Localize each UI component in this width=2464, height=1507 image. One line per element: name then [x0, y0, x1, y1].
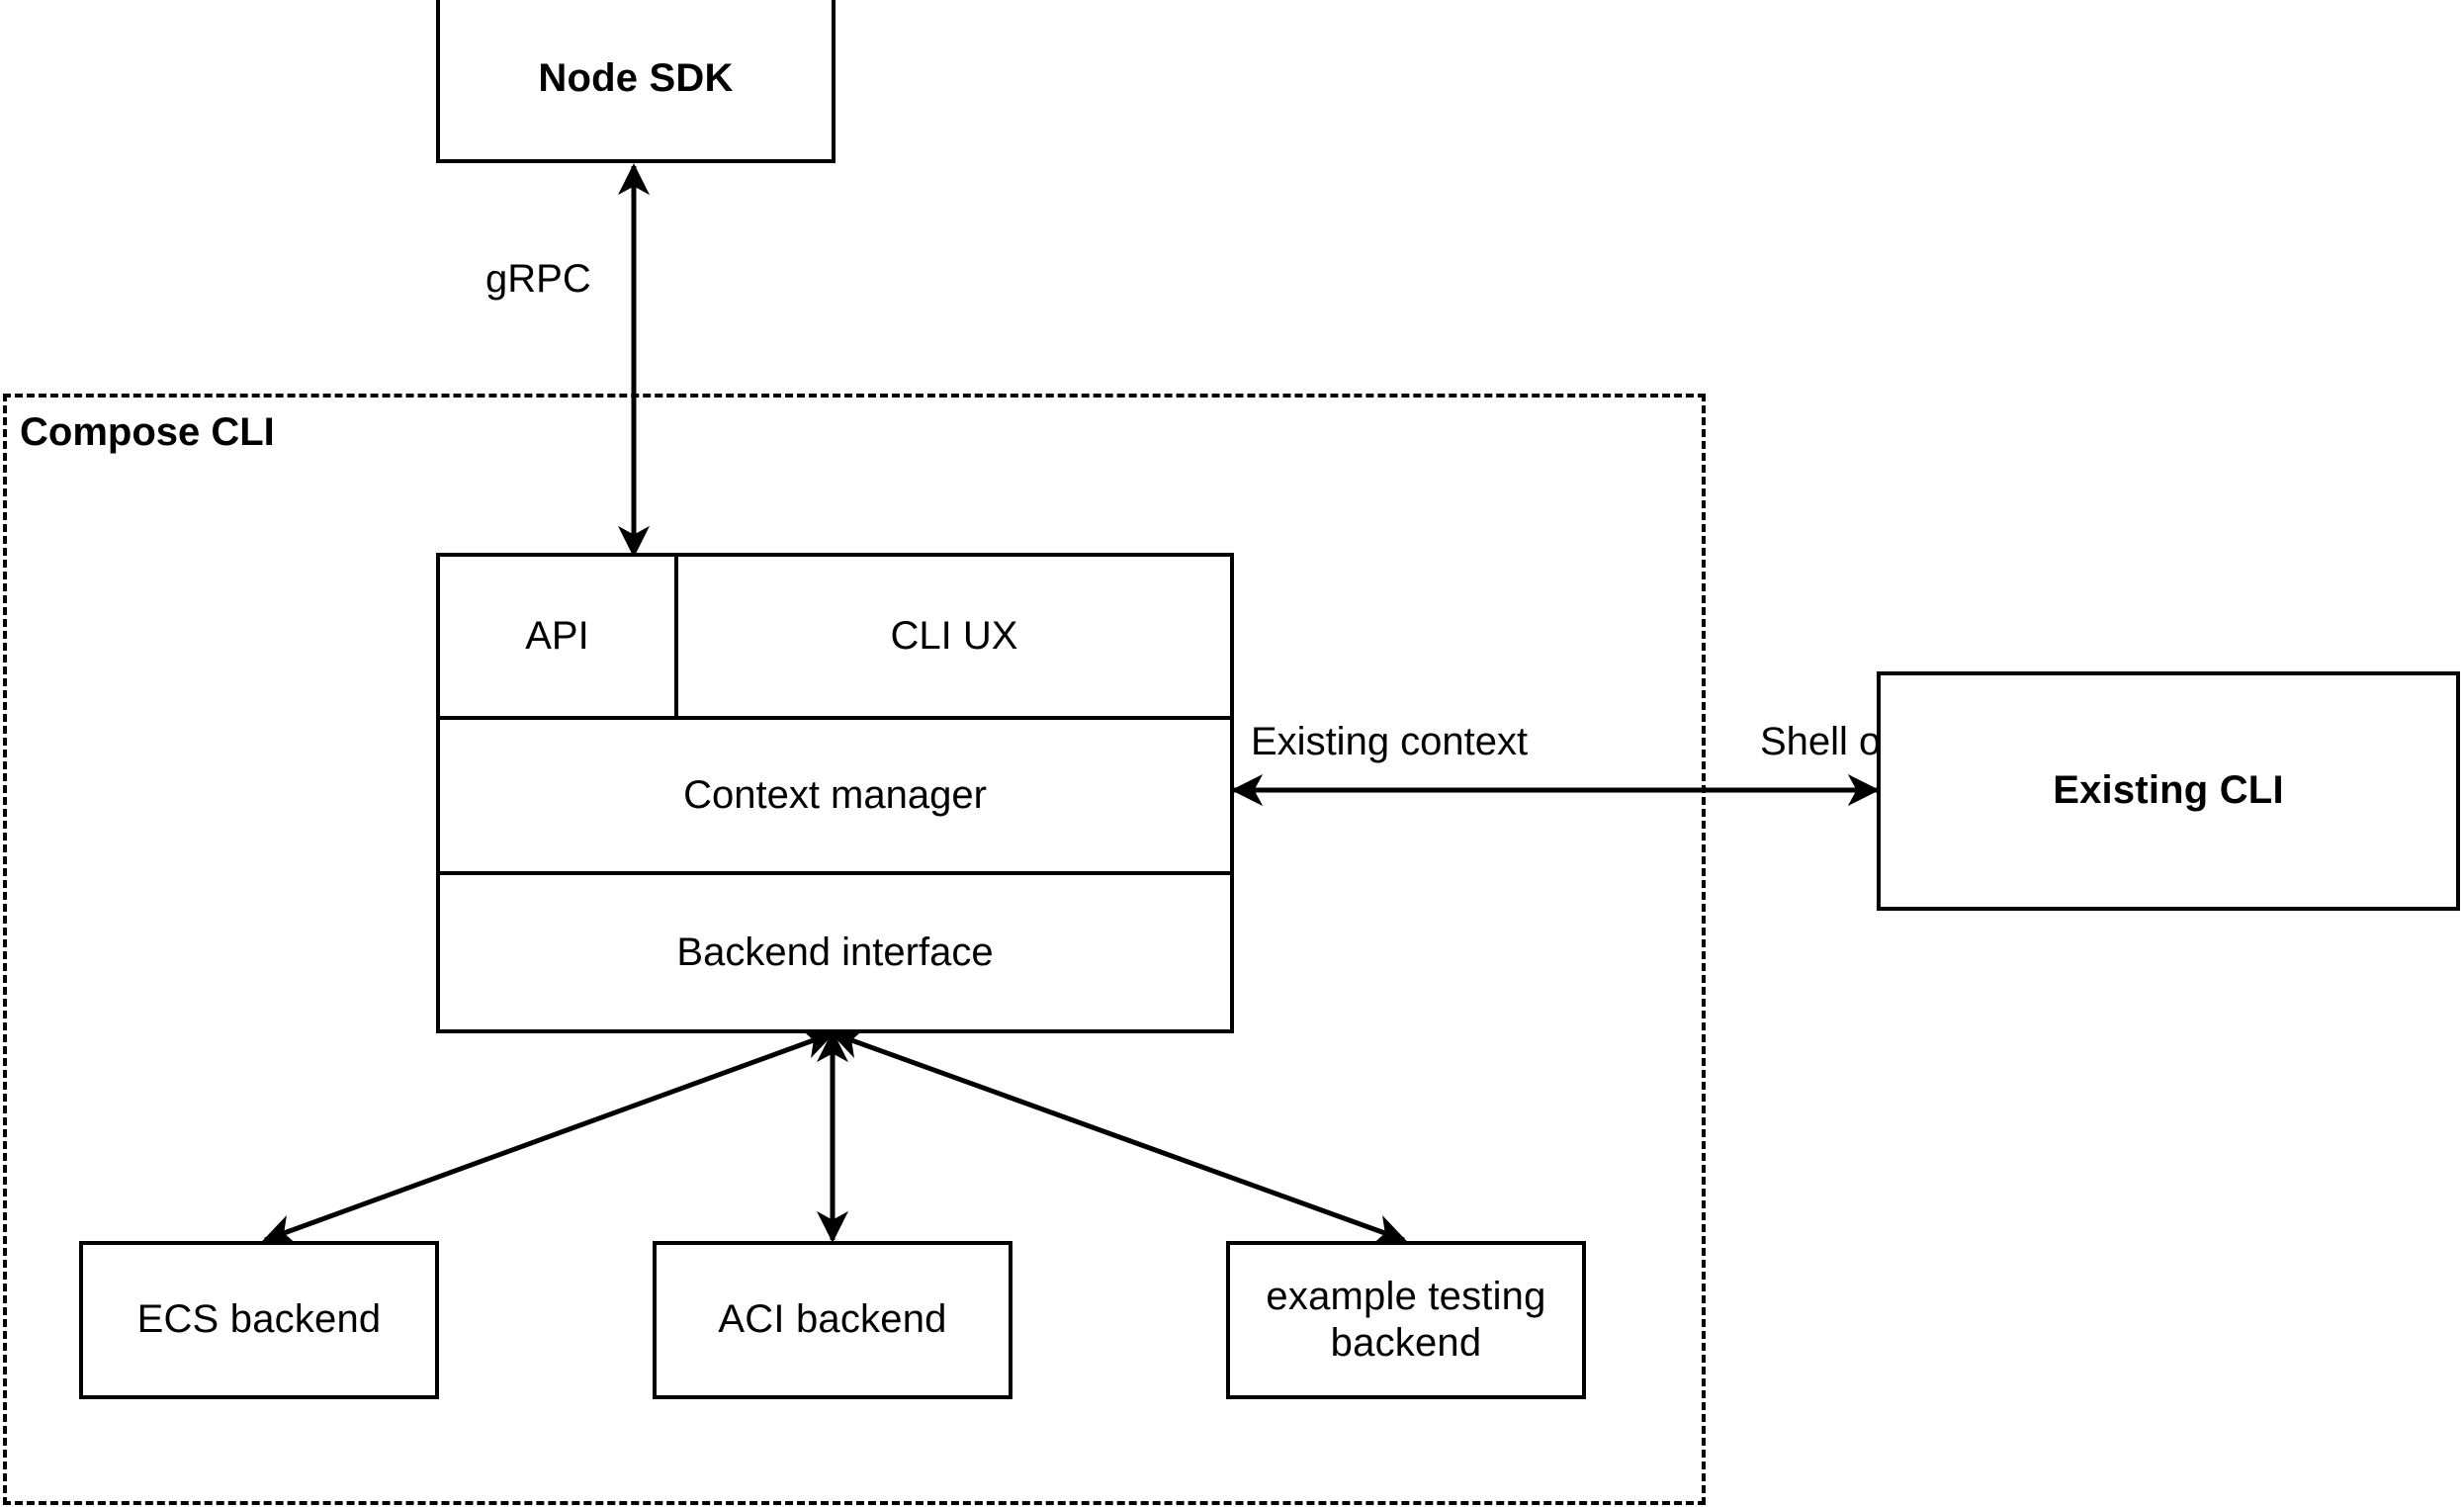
node-sdk-label: Node SDK — [538, 56, 734, 101]
context-manager-cell[interactable]: Context manager — [440, 720, 1230, 871]
ecs-backend-label: ECS backend — [136, 1297, 382, 1342]
api-cell[interactable]: API — [440, 557, 674, 716]
grpc-edge-label: gRPC — [485, 257, 591, 301]
node-sdk-box[interactable]: Node SDK — [436, 0, 836, 163]
context-manager-label: Context manager — [683, 773, 987, 817]
existing-cli-label: Existing CLI — [2053, 768, 2284, 813]
existing-context-edge-label: Existing context — [1251, 720, 1529, 763]
core-stack-row-middle: Context manager — [440, 716, 1230, 871]
core-stack-row-bottom: Backend interface — [440, 871, 1230, 1029]
example-testing-backend-box[interactable]: example testing backend — [1226, 1241, 1586, 1399]
cli-ux-label: CLI UX — [890, 614, 1018, 658]
example-testing-backend-label: example testing backend — [1266, 1274, 1546, 1365]
api-label: API — [525, 614, 589, 658]
edge-backend-ecs — [262, 1027, 836, 1246]
edge-backend-example — [830, 1027, 1407, 1246]
ecs-backend-box[interactable]: ECS backend — [79, 1241, 439, 1399]
compose-cli-core-stack: API CLI UX Context manager Backend inter… — [436, 553, 1234, 1033]
existing-cli-box[interactable]: Existing CLI — [1877, 671, 2460, 911]
compose-cli-group-boundary — [3, 394, 1706, 1505]
core-stack-row-top: API CLI UX — [440, 557, 1230, 716]
backend-interface-cell[interactable]: Backend interface — [440, 875, 1230, 1029]
cli-ux-cell[interactable]: CLI UX — [674, 557, 1230, 716]
backend-interface-label: Backend interface — [676, 930, 994, 974]
compose-cli-group-title: Compose CLI — [20, 410, 275, 454]
aci-backend-box[interactable]: ACI backend — [653, 1241, 1012, 1399]
aci-backend-label: ACI backend — [718, 1297, 947, 1342]
